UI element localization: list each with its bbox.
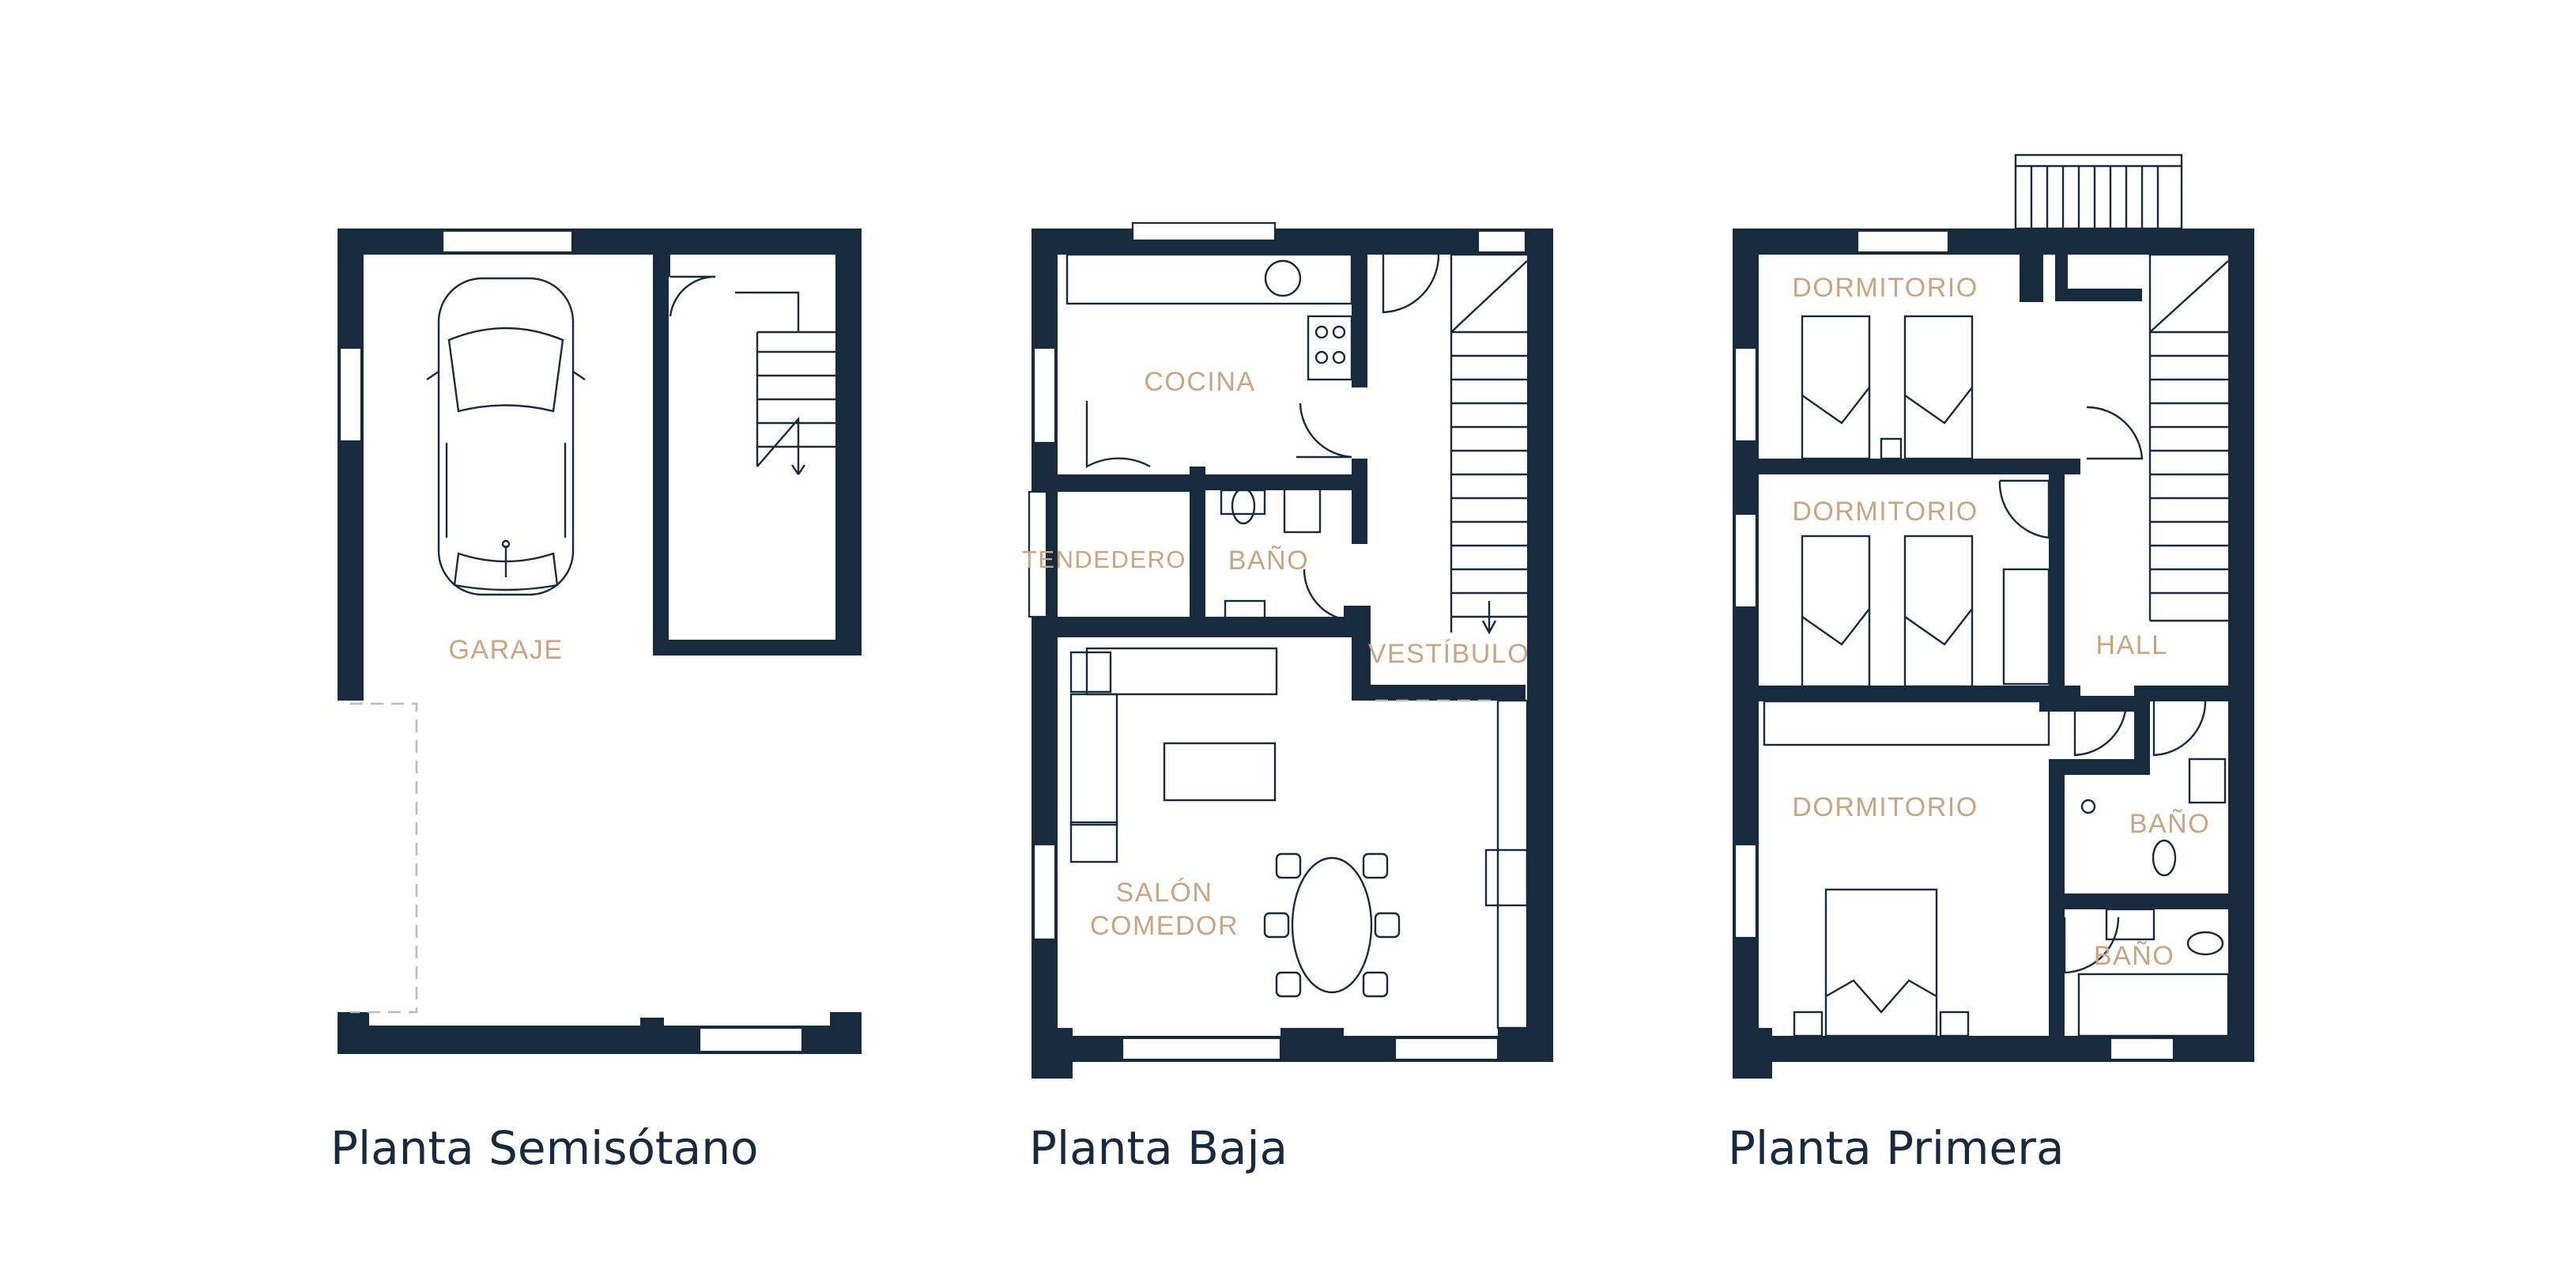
stairs xyxy=(735,291,835,475)
room-label-dormitorio-3: DORMITORIO xyxy=(1792,792,1978,822)
room-label-dormitorio-1: DORMITORIO xyxy=(1792,273,1978,303)
bathroom-fixtures xyxy=(1220,487,1322,622)
room-label-garaje: GARAJE xyxy=(448,635,563,665)
bedroom-furniture xyxy=(1763,315,2050,1037)
room-label-salon: SALÓN xyxy=(1116,878,1213,908)
door-swings xyxy=(1085,254,1440,622)
plan-primera: DORMITORIO DORMITORIO DORMITORIO HALL BA… xyxy=(1733,153,2254,1079)
stairs xyxy=(1450,253,1528,635)
car xyxy=(426,277,586,596)
door-swing xyxy=(669,275,716,317)
stairs xyxy=(2148,253,2229,622)
windows xyxy=(338,229,804,1053)
plan-title-baja: Planta Baja xyxy=(1029,1121,1288,1175)
room-label-dormitorio-2: DORMITORIO xyxy=(1792,497,1978,527)
bathroom-fixtures xyxy=(2077,758,2230,1037)
room-label-cocina: COCINA xyxy=(1144,367,1255,397)
windows xyxy=(1733,229,2175,1061)
windows xyxy=(1028,221,1527,1061)
room-label-vestibulo: VESTÍBULO xyxy=(1368,639,1529,669)
stair-enclosure xyxy=(653,253,862,656)
plan-title-semisotano: Planta Semisótano xyxy=(330,1121,759,1175)
living-furniture xyxy=(1069,647,1529,1030)
plan-title-primera: Planta Primera xyxy=(1728,1121,2065,1175)
plan-baja: COCINA TENDEDERO BAÑO VESTÍBULO SALÓN CO… xyxy=(1022,221,1553,1079)
room-label-bano: BAÑO xyxy=(1228,546,1309,576)
garage-door-outline xyxy=(350,702,418,1014)
plan-semisotano: GARAJE xyxy=(338,229,862,1054)
room-label-tendedero: TENDEDERO xyxy=(1022,546,1186,573)
balcony xyxy=(2014,153,2183,230)
door-swings xyxy=(1998,406,2207,974)
interior-walls xyxy=(1733,255,2245,1036)
room-label-bano-1: BAÑO xyxy=(2129,809,2210,839)
kitchen-fixtures xyxy=(1065,253,1353,381)
room-label-comedor: COMEDOR xyxy=(1090,911,1239,941)
interior-walls xyxy=(1032,255,1526,701)
room-label-bano-2: BAÑO xyxy=(2094,941,2174,971)
room-label-hall: HALL xyxy=(2095,630,2167,660)
